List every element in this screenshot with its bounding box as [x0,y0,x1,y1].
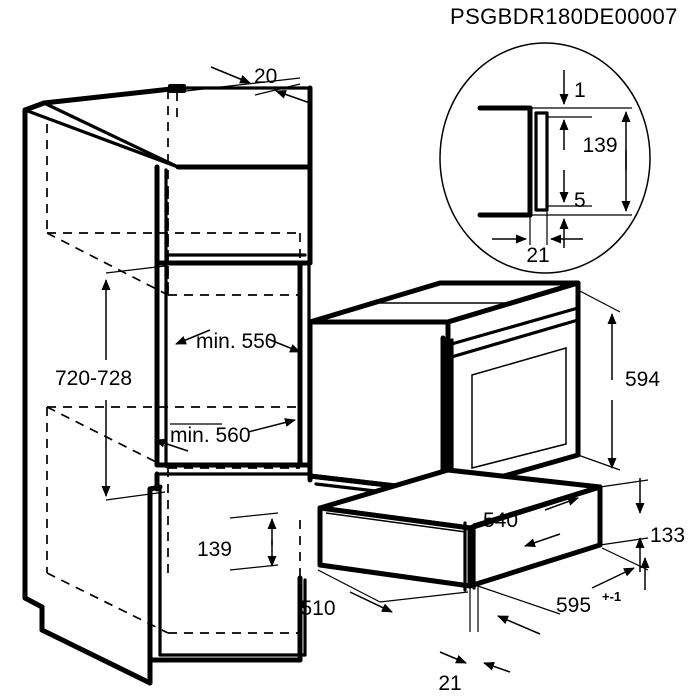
oven-group [307,280,581,503]
detail-profile [477,105,549,218]
dim-detail-21-label: 21 [526,244,549,267]
dim-cabinet-139-label: 139 [197,538,232,561]
dim-detail-1: 1 [559,70,586,150]
cabinet-upper-opening [154,164,313,266]
oven-control-panel [446,306,580,347]
oven-panel-lower-edge [446,318,580,360]
dim-drawer-595-tolerance: +-1 [602,589,621,604]
cabinet-lower-niche [147,484,307,663]
cabinet-carcass [22,85,313,686]
dim-detail-139: 139 [582,111,631,212]
oven-door-window [471,347,567,469]
drawer-front-top-reveal [472,484,602,527]
dim-cabinet-min560: min. 560 [154,418,296,452]
detail-extension-lines [529,107,632,245]
dim-cabinet-720-728: 720-728 [55,265,166,501]
dim-cabinet-139: 139 [197,512,279,571]
drawer-side-top-seam [325,512,467,533]
dim-drawer-510-label: 510 [300,597,335,620]
dim-cabinet-20: 20 [176,65,311,104]
profile-panel-bar [534,111,549,212]
dim-drawer-21-label: 21 [438,672,461,695]
mounting-clip-icon [168,84,186,93]
oven-left-face [307,319,451,495]
dim-drawer-540: 540 [483,497,579,548]
cabinet-hidden-lines-lower [46,406,301,634]
dim-detail-5: 5 [559,170,586,248]
dim-detail-21: 21 [492,234,583,267]
dim-drawer-595: 595 +-1 [477,547,650,635]
dim-detail-139-label: 139 [582,134,617,157]
dim-drawer-540-label: 540 [483,509,518,532]
dim-cabinet-20-label: 20 [254,65,277,88]
dim-oven-594: 594 [577,289,660,471]
dim-detail-1-label: 1 [574,79,586,102]
cabinet-hidden-lines-upper [46,90,301,296]
dim-cabinet-min550: min. 550 [175,329,301,353]
dim-drawer-595-label: 595 [556,594,591,617]
dim-cabinet-min550-label: min. 550 [196,330,277,353]
drawing-title: PSGBDR180DE00007 [450,4,678,29]
dim-oven-594-label: 594 [625,368,660,391]
dim-drawer-133: 133 [599,478,685,572]
detail-circle-group: 1 5 139 21 [439,42,651,274]
dim-cabinet-min560-label: min. 560 [170,424,251,447]
dim-detail-5-label: 5 [574,189,586,212]
dim-drawer-510: 510 [300,569,469,620]
dim-drawer-133-label: 133 [650,524,685,547]
dim-cabinet-720-728-label: 720-728 [55,367,132,390]
dim-drawer-21: 21 [438,651,511,695]
